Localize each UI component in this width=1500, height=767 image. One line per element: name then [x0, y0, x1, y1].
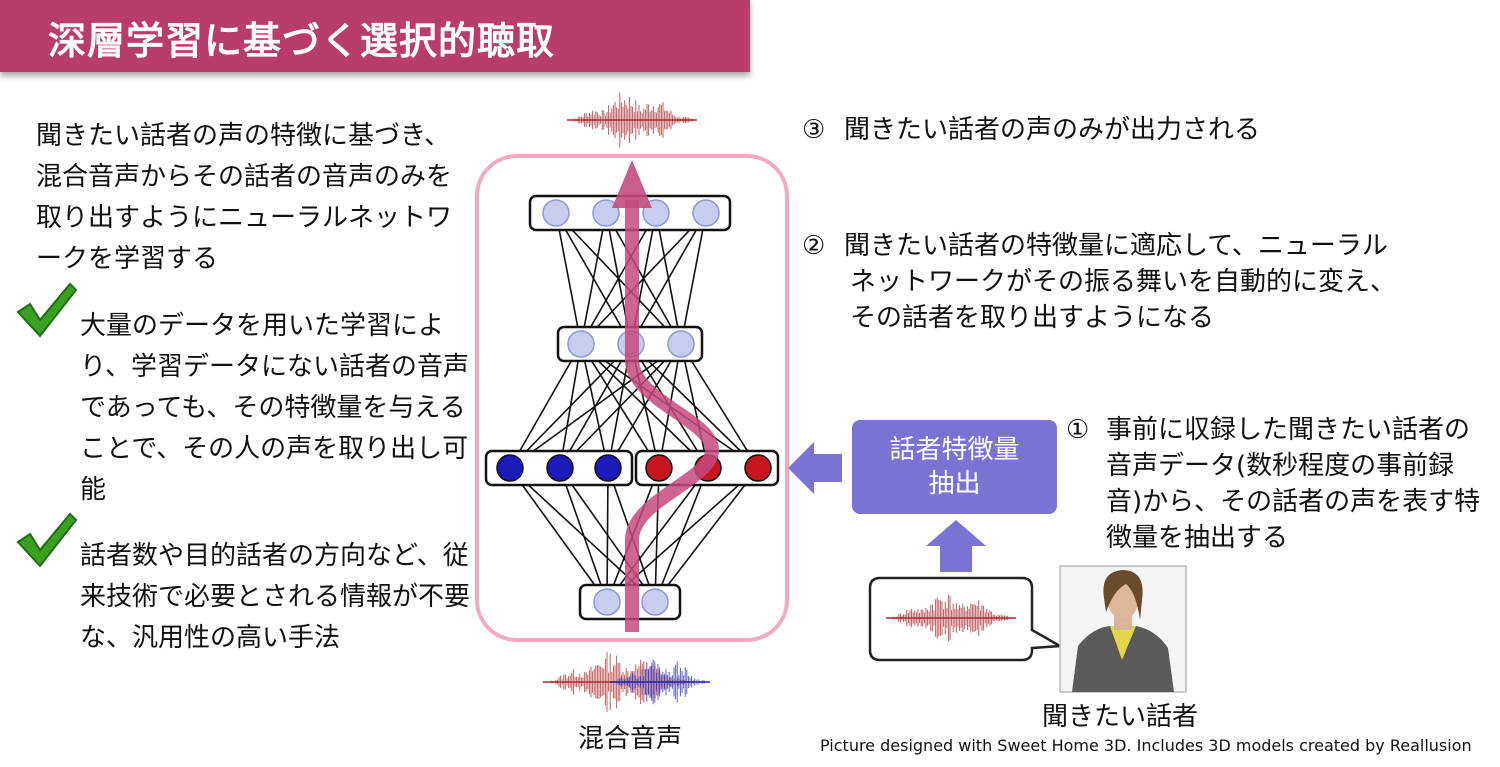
network-container [475, 154, 789, 642]
connection-line [509, 343, 682, 469]
step-3-number: ③ [802, 115, 826, 145]
target-speaker-label: 聞きたい話者 [1042, 702, 1199, 732]
network-node [496, 454, 524, 482]
network-node [645, 454, 673, 482]
network-node [567, 330, 595, 358]
step-2-line-1: 聞きたい話者の特徴量に適応して、ニューラル [844, 231, 1388, 261]
network-node [592, 199, 620, 227]
left-arrow-icon [788, 442, 842, 494]
mixed-audio-label: 混合音声 [578, 724, 683, 754]
connection-line [607, 343, 682, 469]
output-waveform [567, 92, 698, 148]
step-2-number: ② [802, 231, 826, 261]
speaker-feature-extraction-box: 話者特徴量抽出 [852, 420, 1057, 514]
image-credit: Picture designed with Sweet Home 3D. Inc… [820, 736, 1472, 755]
step-1-text: 事前に収録した聞きたい話者の音声データ(数秒程度の事前録音)から、その話者の声を… [1106, 415, 1481, 553]
intro-text: 聞きたい話者の声の特徴に基づき、混合音声からその話者の音声のみを取り出すようにニ… [36, 121, 453, 274]
network-node [692, 199, 720, 227]
signal-flow-arrow [625, 200, 720, 632]
network-node [542, 199, 570, 227]
step-1: ① 事前に収録した聞きたい話者の音声データ(数秒程度の事前録音)から、その話者の… [1066, 412, 1486, 556]
mixed-waveform [543, 651, 710, 713]
connection-line [509, 343, 632, 469]
connection-line [509, 467, 608, 603]
connection-line [630, 212, 707, 345]
extract-box-label: 話者特徴量抽出 [889, 435, 1020, 499]
network-node [594, 454, 622, 482]
title-banner: 深層学習に基づく選択的聴取 [0, 0, 750, 72]
connection-line [509, 343, 582, 469]
connection-line [680, 343, 759, 469]
speaker-waveform [886, 594, 1017, 642]
step-2-line-2: ネットワークがその振る舞いを自動的に変え、 [850, 267, 1397, 297]
step-3: ③ 聞きたい話者の声のみが出力される [802, 112, 1260, 148]
connection-line [680, 212, 707, 345]
checkmark-icon [16, 282, 78, 338]
connection-line [580, 212, 657, 345]
step-2-line-3: その話者を取り出すようになる [850, 303, 1215, 333]
speech-bubble [868, 576, 1065, 662]
network-node [641, 588, 669, 616]
connection-line [654, 467, 759, 603]
connection-line [559, 467, 608, 603]
connection-line [680, 343, 709, 469]
up-arrow-icon [926, 520, 986, 572]
speaker-avatar [1059, 565, 1187, 693]
bullet-1: 大量のデータを用いた学習により、学習データにない話者の音声であっても、その特徴量… [80, 311, 469, 505]
network-node [546, 454, 574, 482]
step-1-number: ① [1066, 415, 1090, 445]
step-2: ② 聞きたい話者の特徴量に適応して、ニューラル ネットワークがその振る舞いを自動的… [802, 228, 1396, 336]
network-node [593, 588, 621, 616]
connection-line [580, 212, 707, 345]
step-3-text: 聞きたい話者の声のみが出力される [844, 115, 1261, 145]
network-node [667, 330, 695, 358]
network-node [744, 454, 772, 482]
connection-line [606, 467, 709, 603]
connection-line [555, 212, 582, 345]
checkmark-icon [16, 512, 78, 568]
connection-line [559, 343, 682, 469]
connection-line [580, 212, 607, 345]
connection-line [606, 467, 609, 603]
signal-flow-arrowhead [612, 160, 652, 208]
page-title: 深層学習に基づく選択的聴取 [48, 19, 556, 63]
bullet-2: 話者数や目的話者の方向など、従来技術で必要とされる情報が不要な、汎用性の高い手法 [80, 541, 471, 653]
